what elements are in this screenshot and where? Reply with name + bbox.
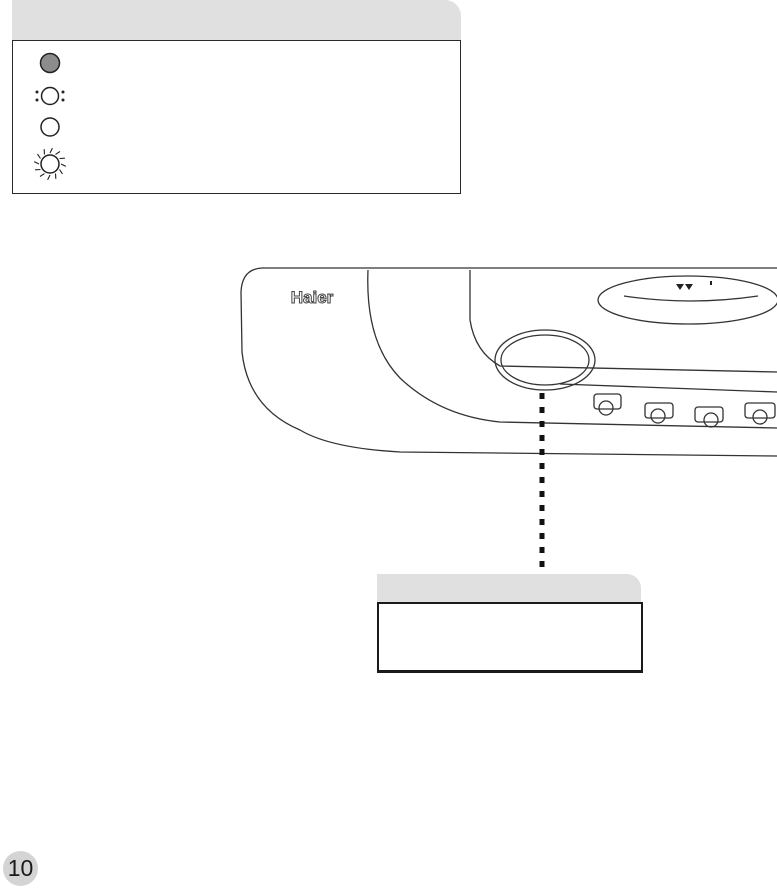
led-blinking-icon [32,84,68,108]
led-off-icon [38,115,62,139]
callout-box [377,602,643,673]
brand-logo: Haier [291,288,334,307]
led-flashing-icon [30,144,70,184]
led-on-solid-icon [38,51,62,75]
page-number: 10 [3,851,38,886]
legend-header-band [12,0,461,40]
led-legend-box [12,40,461,194]
callout-header-band [377,574,641,602]
